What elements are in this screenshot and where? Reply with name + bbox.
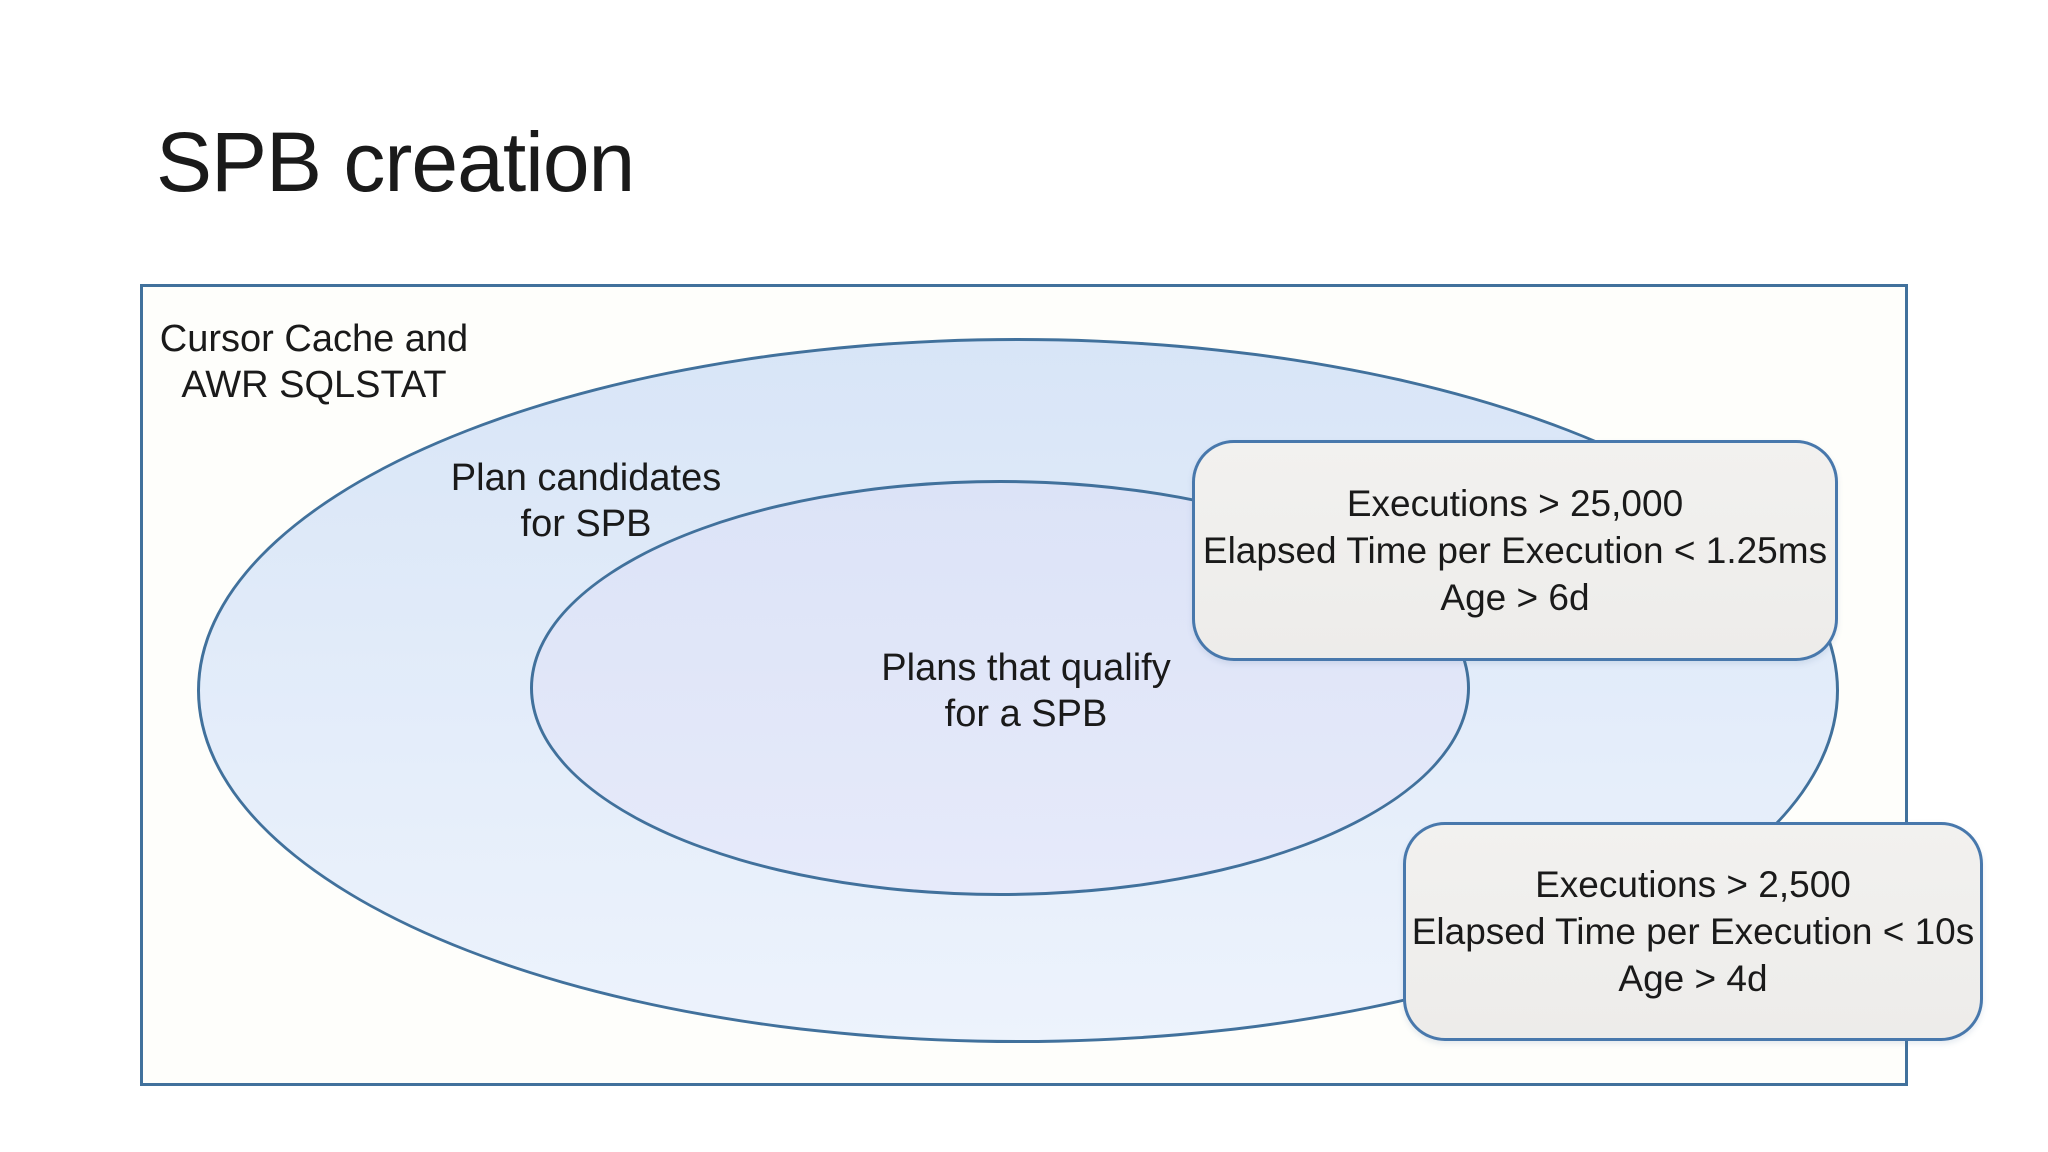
slide-title: SPB creation [156,115,635,209]
candidate-criteria-age: Age > 4d [1618,958,1768,999]
cursor-cache-label-line2: AWR SQLSTAT [181,364,447,406]
cursor-cache-label-line1: Cursor Cache and [159,318,469,360]
plan-candidates-label-line2: for SPB [520,503,652,545]
qualifying-plans-label-line1: Plans that qualify [881,647,1171,689]
qualifying-plans-label-line2: for a SPB [944,693,1108,735]
qualify-criteria-age: Age > 6d [1440,577,1590,618]
qualify-criteria-callout: Executions > 25,000 Elapsed Time per Exe… [1192,440,1838,661]
qualifying-plans-label: Plans that qualify for a SPB [836,645,1216,737]
plan-candidates-label-line1: Plan candidates [450,457,722,499]
qualify-criteria-executions: Executions > 25,000 [1346,483,1684,524]
cursor-cache-label: Cursor Cache and AWR SQLSTAT [140,316,488,408]
plan-candidates-label: Plan candidates for SPB [396,455,776,547]
candidate-criteria-elapsed-time: Elapsed Time per Execution < 10s [1411,911,1975,952]
candidate-criteria-executions: Executions > 2,500 [1535,864,1851,905]
candidate-criteria-callout: Executions > 2,500 Elapsed Time per Exec… [1403,822,1983,1041]
qualify-criteria-elapsed-time: Elapsed Time per Execution < 1.25ms [1202,530,1828,571]
